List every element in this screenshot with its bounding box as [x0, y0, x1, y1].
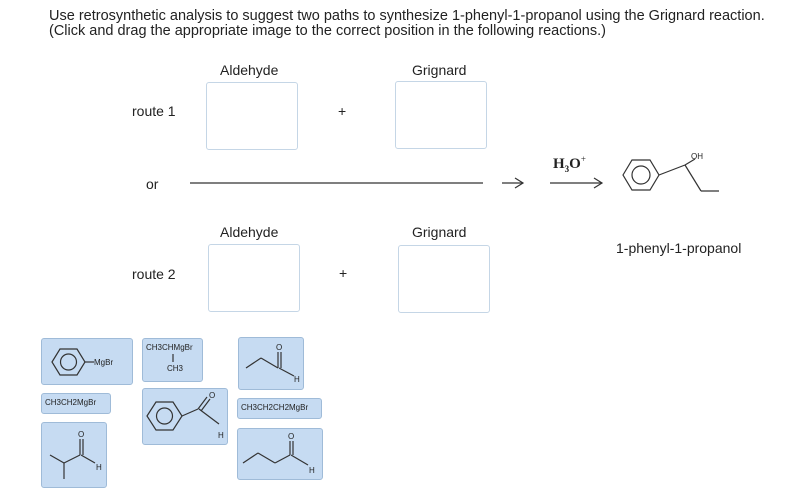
route2-grignard-dropzone[interactable]: [398, 245, 490, 313]
tile-benzaldehyde[interactable]: O H: [142, 388, 228, 445]
reagent-sub3: 3: [564, 164, 570, 174]
tile-propylmagnesium-bromide[interactable]: CH3CH2CH2MgBr: [237, 398, 322, 419]
right-arrow-head: [514, 177, 525, 189]
tile-phenyl-mgbr-label: MgBr: [94, 358, 113, 367]
product-ring-circle: [631, 165, 651, 185]
tile-benzaldehyde-h: H: [218, 431, 224, 440]
divider-arrow: [190, 177, 525, 189]
tile-isopropyl-bottom: CH3: [167, 364, 184, 373]
route1-aldehyde-header: Aldehyde: [220, 62, 279, 78]
tile-phenylmagnesium-bromide[interactable]: MgBr: [41, 338, 133, 385]
product-ring: [622, 159, 660, 191]
tile-butanal[interactable]: O H: [237, 428, 323, 480]
tile-isobutanal-o: O: [78, 430, 84, 439]
product-oh-label: OH: [691, 152, 703, 161]
tile-ethylmagnesium-bromide[interactable]: CH3CH2MgBr: [41, 393, 111, 414]
route2-plus: +: [339, 265, 348, 281]
product-name: 1-phenyl-1-propanol: [616, 240, 742, 256]
reagent-o: O: [569, 156, 581, 172]
reagent-h: H: [553, 156, 565, 172]
route2-grignard-header: Grignard: [412, 224, 467, 240]
tile-isopropyl-top: CH3CHMgBr: [146, 343, 193, 352]
tile-benzaldehyde-o: O: [209, 391, 215, 400]
tile-propyl-mgbr-label: CH3CH2CH2MgBr: [241, 403, 309, 412]
tile-propanal[interactable]: O H: [238, 337, 304, 390]
route1-plus: +: [338, 103, 347, 119]
or-label: or: [146, 176, 159, 192]
tile-isopropylmagnesium-bromide[interactable]: CH3CHMgBr CH3: [142, 338, 203, 382]
tile-propanal-o: O: [276, 343, 282, 352]
tile-isobutanal[interactable]: O H: [41, 422, 107, 488]
tile-propanal-h: H: [294, 375, 300, 384]
reagent-plus: +: [580, 154, 586, 164]
tile-butanal-o: O: [288, 432, 294, 441]
route1-grignard-header: Grignard: [412, 62, 467, 78]
route2-aldehyde-dropzone[interactable]: [208, 244, 300, 312]
tile-butanal-h: H: [309, 466, 315, 475]
route1-grignard-dropzone[interactable]: [395, 81, 487, 149]
product-structure: OH: [622, 152, 719, 192]
reagent-h3o: H3O+: [553, 154, 586, 174]
route2-aldehyde-header: Aldehyde: [220, 224, 279, 240]
route1-label: route 1: [132, 103, 176, 119]
tile-ethyl-mgbr-label: CH3CH2MgBr: [45, 398, 97, 407]
reaction-arrow: [550, 177, 604, 189]
question-text: Use retrosynthetic analysis to suggest t…: [49, 8, 765, 39]
route1-aldehyde-dropzone[interactable]: [206, 82, 298, 150]
tile-isobutanal-h: H: [96, 463, 102, 472]
route2-label: route 2: [132, 266, 176, 282]
